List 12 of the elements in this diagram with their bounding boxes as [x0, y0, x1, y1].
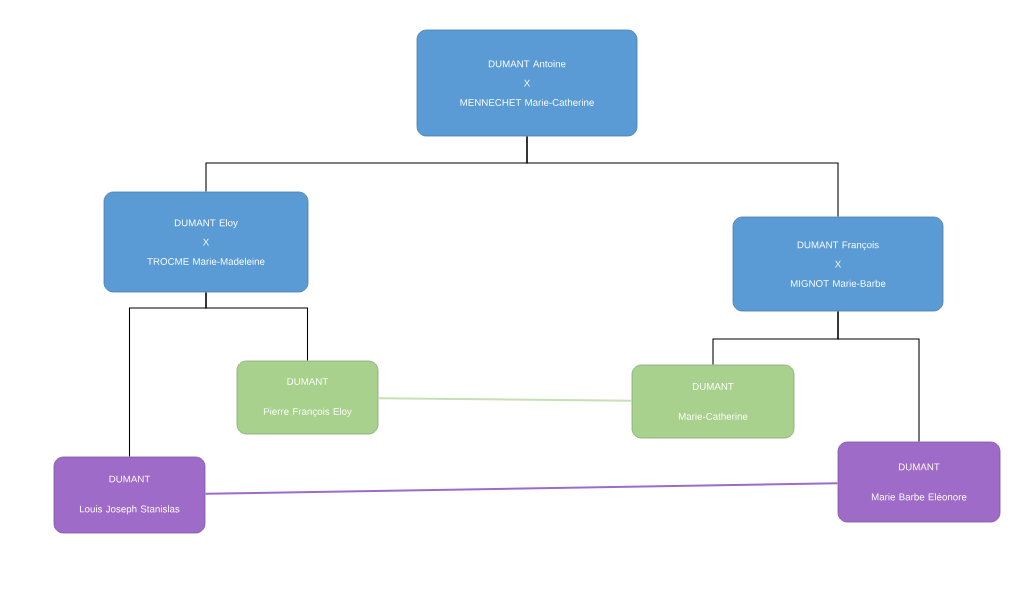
person-box: DUMANT François X MIGNOT Marie-Barbe: [732, 216, 944, 312]
connector-line: [837, 310, 920, 443]
connector-line: [205, 291, 309, 362]
connector-line: [526, 135, 839, 218]
connector-line: [377, 397, 633, 402]
person-box: DUMANT Antoine X MENNECHET Marie-Catherine: [416, 29, 638, 137]
person-box: DUMANT Marie-Catherine: [631, 364, 795, 439]
person-box: DUMANT Pierre François Eloy: [236, 360, 379, 435]
person-box: DUMANT Marie Barbe Eléonore: [837, 441, 1001, 523]
person-box: DUMANT Eloy X TROCME Marie-Madeleine: [103, 191, 309, 293]
person-box: DUMANT Louis Joseph Stanislas: [53, 456, 206, 534]
connector-line: [204, 482, 839, 495]
